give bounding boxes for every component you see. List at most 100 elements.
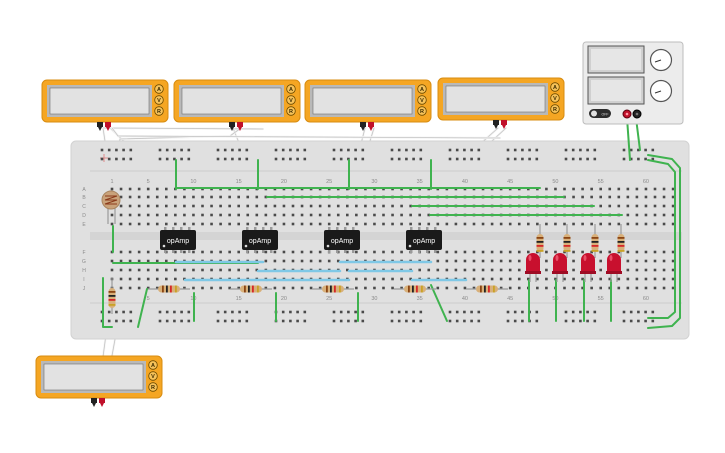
breadboard-hole[interactable] [346,204,349,208]
breadboard-hole[interactable] [192,204,195,208]
breadboard-hole[interactable] [128,250,132,254]
breadboard-hole[interactable] [622,310,626,314]
breadboard-hole[interactable] [419,157,423,161]
breadboard-hole[interactable] [418,268,421,272]
breadboard-hole[interactable] [346,286,349,290]
breadboard-hole[interactable] [454,259,458,263]
breadboard-hole[interactable] [579,319,582,323]
breadboard-hole[interactable] [300,204,304,208]
breadboard-hole[interactable] [327,259,331,263]
breadboard-hole[interactable] [273,259,277,263]
breadboard-hole[interactable] [563,286,566,290]
breadboard-hole[interactable] [671,187,675,191]
breadboard-hole[interactable] [382,204,385,208]
breadboard-hole[interactable] [563,222,566,226]
breadboard-hole[interactable] [390,319,394,323]
breadboard-hole[interactable] [629,319,633,323]
breadboard-hole[interactable] [572,259,575,263]
breadboard-hole[interactable] [581,222,584,226]
breadboard-hole[interactable] [165,259,168,263]
breadboard-hole[interactable] [264,195,268,199]
breadboard-hole[interactable] [382,250,385,254]
resistor-2[interactable] [230,285,272,293]
breadboard-hole[interactable] [508,286,512,290]
breadboard-hole[interactable] [137,250,141,254]
breadboard-hole[interactable] [572,222,575,226]
breadboard-hole[interactable] [128,286,132,290]
breadboard-hole[interactable] [122,148,125,152]
breadboard-hole[interactable] [231,310,234,314]
breadboard-hole[interactable] [110,222,114,226]
breadboard-hole[interactable] [635,204,639,208]
breadboard-hole[interactable] [165,148,169,152]
wire-res5-ground[interactable] [430,284,448,322]
breadboard-hole[interactable] [448,319,452,323]
breadboard-hole[interactable] [273,213,277,217]
breadboard-hole[interactable] [373,204,376,208]
breadboard-hole[interactable] [391,277,394,281]
breadboard-hole[interactable] [436,222,440,226]
breadboard-hole[interactable] [448,310,452,314]
breadboard-hole[interactable] [635,277,639,281]
breadboard-hole[interactable] [146,277,150,281]
breadboard-hole[interactable] [499,277,503,281]
breadboard-hole[interactable] [155,286,159,290]
breadboard-hole[interactable] [599,259,602,263]
breadboard-hole[interactable] [309,259,313,263]
breadboard-hole[interactable] [427,250,431,254]
breadboard-hole[interactable] [332,310,336,314]
breadboard-hole[interactable] [115,157,118,161]
multimeter-com-terminal[interactable] [91,398,97,403]
multimeter-mode-button[interactable] [154,106,164,116]
breadboard-hole[interactable] [364,222,367,226]
breadboard-hole[interactable] [545,277,548,281]
breadboard-hole[interactable] [128,222,132,226]
breadboard-hole[interactable] [216,148,220,152]
multimeter-mode-button[interactable] [550,82,560,92]
breadboard-hole[interactable] [545,259,548,263]
breadboard-hole[interactable] [622,157,626,161]
breadboard-hole[interactable] [281,148,285,152]
resistor-led-4[interactable] [617,224,625,258]
breadboard-hole[interactable] [593,310,597,314]
breadboard-hole[interactable] [364,204,367,208]
breadboard-hole[interactable] [327,222,331,226]
breadboard-hole[interactable] [513,148,517,152]
breadboard-hole[interactable] [273,250,277,254]
breadboard-hole[interactable] [219,286,222,290]
breadboard-hole[interactable] [521,310,524,314]
breadboard-hole[interactable] [671,204,675,208]
breadboard-hole[interactable] [309,213,313,217]
breadboard-hole[interactable] [300,250,304,254]
breadboard-hole[interactable] [581,250,584,254]
breadboard-hole[interactable] [626,268,630,272]
breadboard-hole[interactable] [274,157,278,161]
breadboard-hole[interactable] [390,157,394,161]
breadboard-hole[interactable] [303,148,307,152]
power-supply[interactable]: OFF [582,41,684,125]
breadboard-hole[interactable] [644,157,647,161]
breadboard-hole[interactable] [644,195,648,199]
breadboard-hole[interactable] [238,310,241,314]
breadboard-hole[interactable] [409,222,412,226]
breadboard-hole[interactable] [653,204,657,208]
breadboard-hole[interactable] [129,148,133,152]
breadboard-hole[interactable] [572,187,575,191]
breadboard-hole[interactable] [528,148,531,152]
breadboard-hole[interactable] [165,277,168,281]
breadboard-hole[interactable] [273,222,277,226]
breadboard-hole[interactable] [506,148,510,152]
breadboard-hole[interactable] [470,319,473,323]
breadboard-hole[interactable] [409,213,412,217]
breadboard-hole[interactable] [617,250,621,254]
breadboard-hole[interactable] [391,286,394,290]
breadboard-hole[interactable] [644,310,647,314]
breadboard-hole[interactable] [255,213,259,217]
breadboard-hole[interactable] [165,222,168,226]
multimeter-mode-button[interactable] [154,95,164,105]
breadboard-hole[interactable] [626,195,630,199]
breadboard-hole[interactable] [347,157,350,161]
breadboard-hole[interactable] [237,213,240,217]
breadboard-hole[interactable] [593,157,597,161]
